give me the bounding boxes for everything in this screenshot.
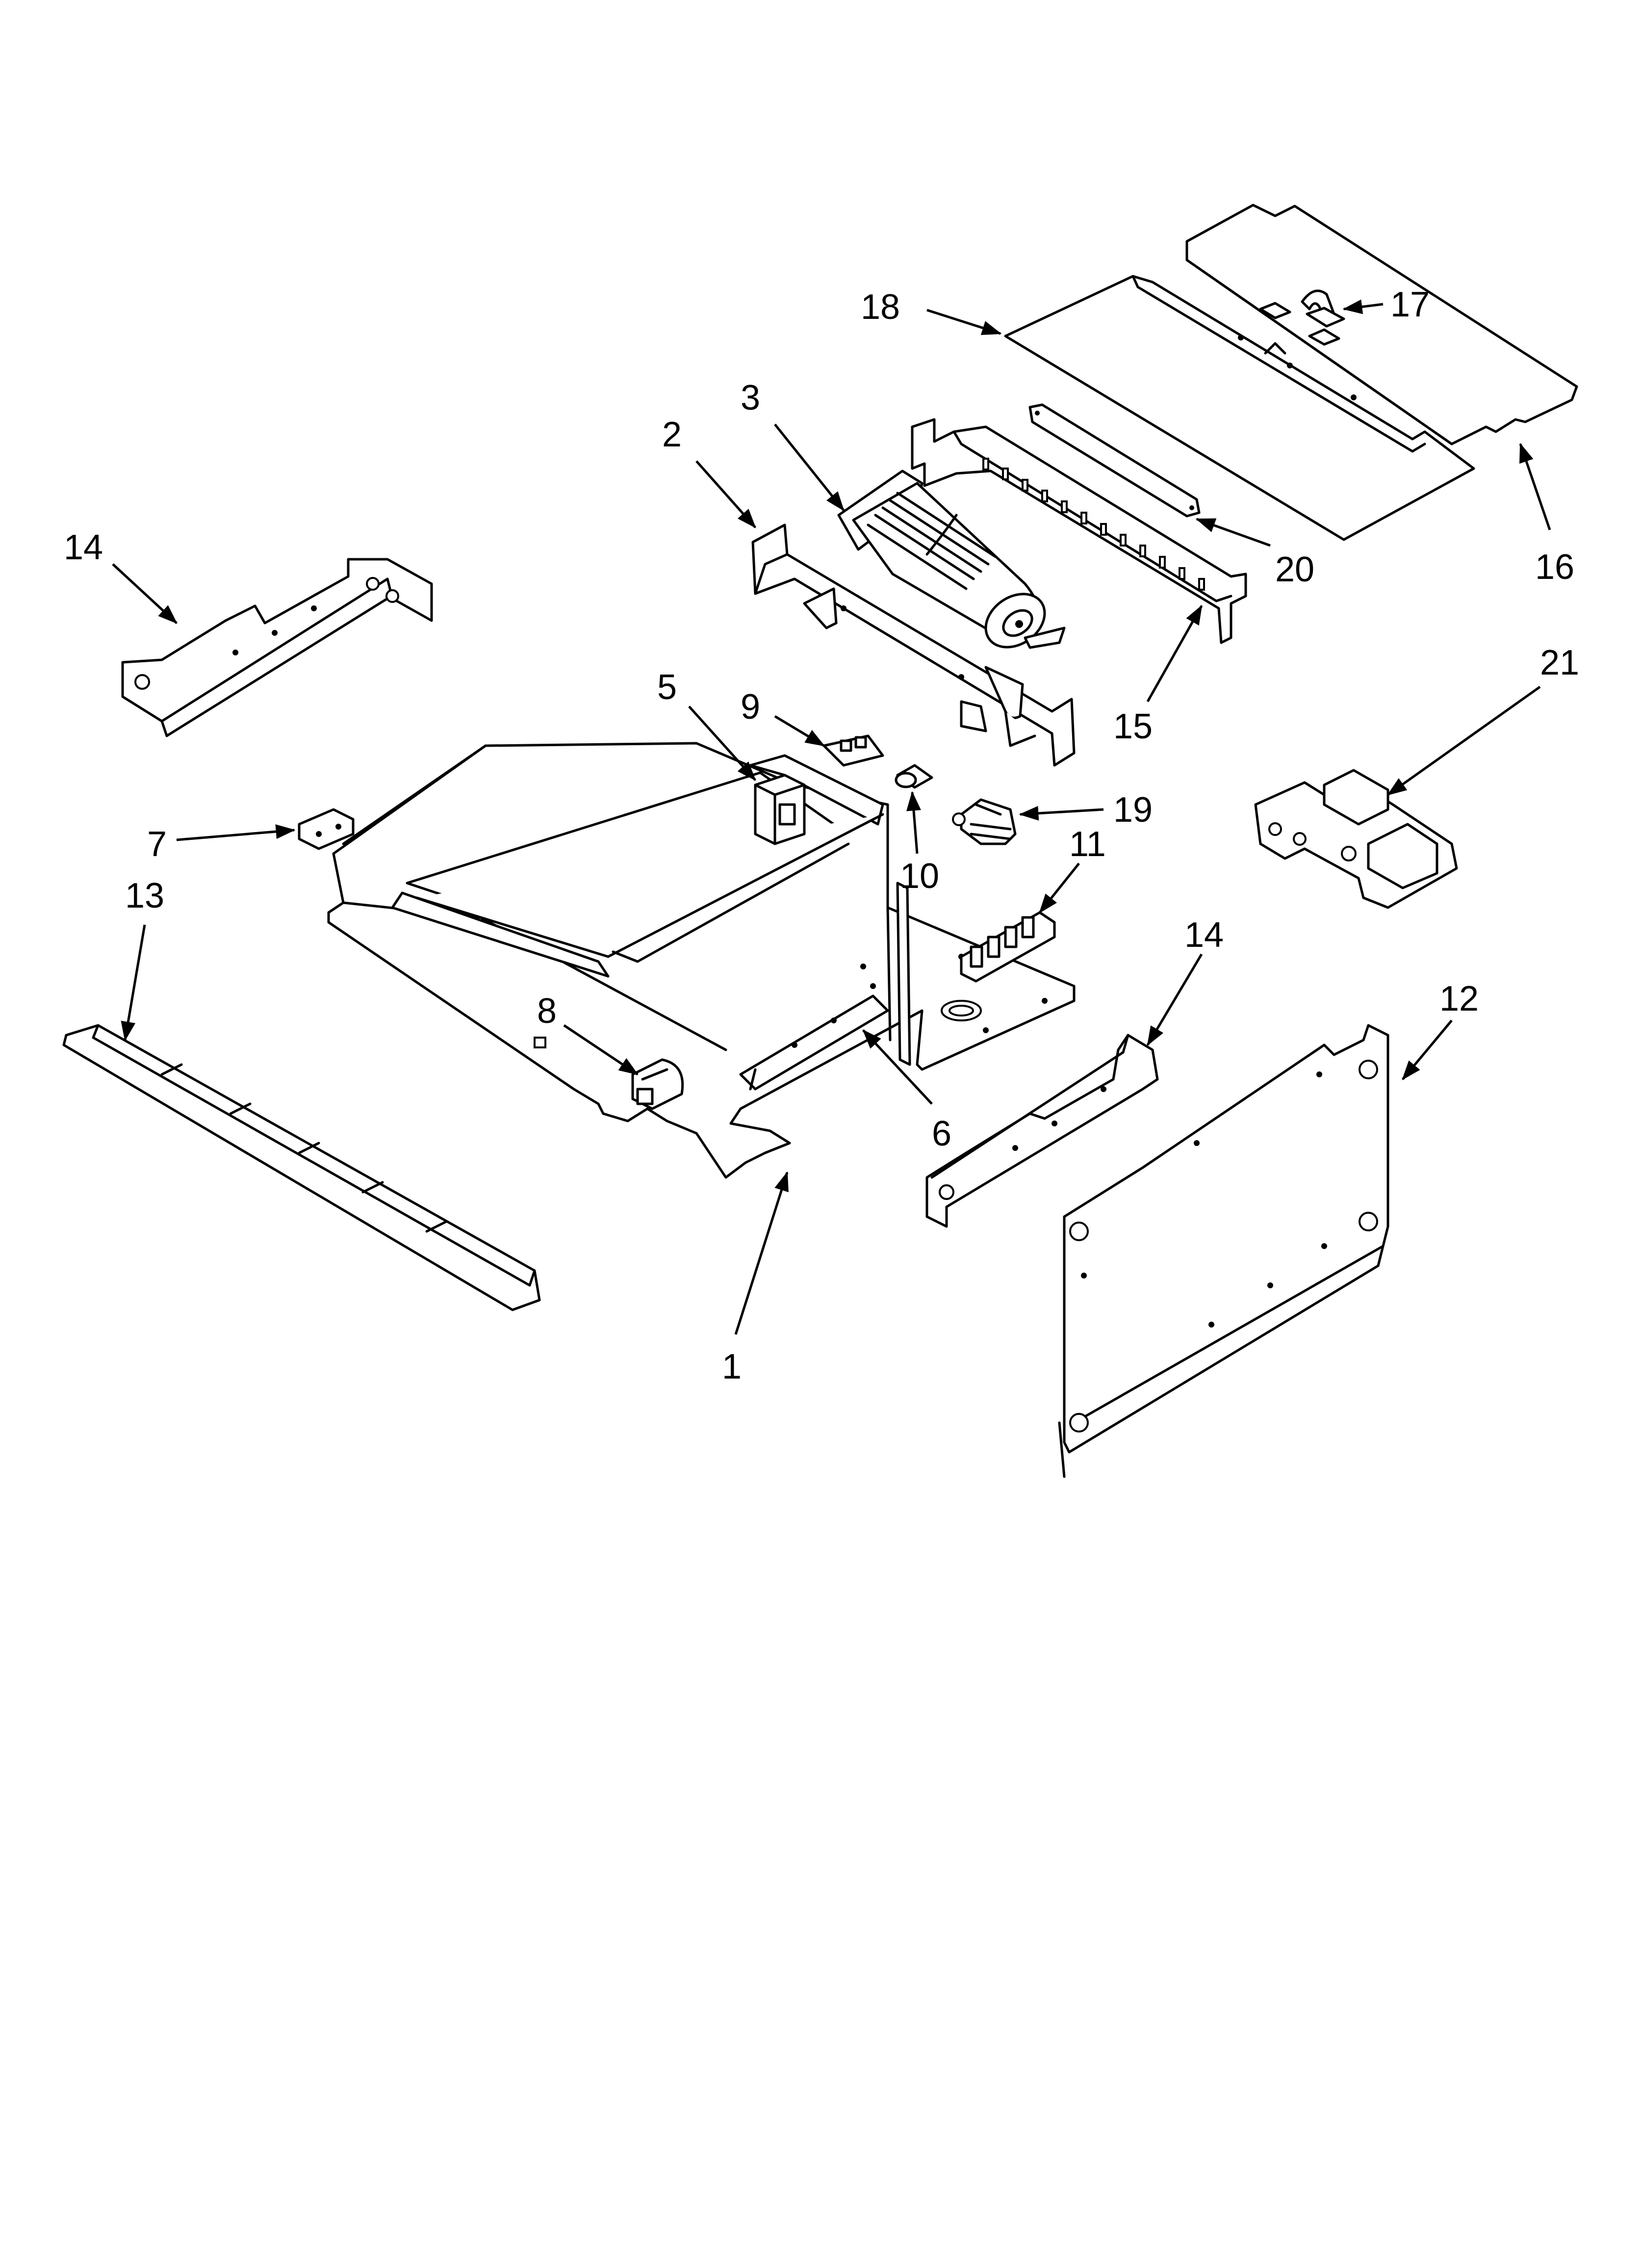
callout-19: 19 bbox=[1113, 790, 1153, 830]
leader-1 bbox=[734, 1171, 789, 1335]
leader-14b bbox=[1146, 953, 1203, 1046]
callout-18: 18 bbox=[861, 287, 900, 327]
part-12-side-panel bbox=[1058, 1024, 1389, 1478]
leader-15 bbox=[1146, 604, 1203, 703]
part-14-right-bracket bbox=[925, 1034, 1159, 1228]
callout-20: 20 bbox=[1275, 550, 1314, 589]
callout-labels: 18 17 3 2 20 16 14 15 5 9 21 19 7 10 11 … bbox=[64, 285, 1579, 1386]
part-9-terminal bbox=[822, 734, 884, 767]
part-16-top-cover bbox=[1185, 204, 1578, 445]
part-18-inner-cover bbox=[1004, 275, 1475, 541]
leader-14a bbox=[112, 563, 178, 624]
callout-2: 2 bbox=[662, 415, 682, 454]
callout-21: 21 bbox=[1540, 643, 1579, 682]
callout-14-lower: 14 bbox=[1184, 915, 1224, 955]
leader-12 bbox=[1402, 1019, 1453, 1080]
part-6-element-assembly bbox=[391, 754, 911, 1091]
leader-13 bbox=[121, 924, 146, 1042]
callout-7: 7 bbox=[147, 825, 167, 864]
part-21-control-bracket bbox=[1254, 769, 1458, 909]
part-15-vent-bracket bbox=[911, 418, 1247, 644]
part-17-clip bbox=[1259, 289, 1345, 346]
callout-17: 17 bbox=[1390, 285, 1430, 324]
callout-6: 6 bbox=[932, 1114, 951, 1153]
leader-lines bbox=[112, 299, 1551, 1335]
callout-10: 10 bbox=[900, 857, 939, 896]
part-20-gasket bbox=[1028, 403, 1201, 518]
leader-20 bbox=[1195, 518, 1271, 547]
callout-15: 15 bbox=[1113, 707, 1153, 746]
part-14-left-bracket bbox=[121, 558, 433, 737]
leader-7 bbox=[176, 824, 296, 841]
part-2-blower-bracket bbox=[751, 523, 1076, 767]
callout-11: 11 bbox=[1069, 825, 1106, 864]
part-15-slots bbox=[982, 458, 1205, 591]
part-19-transformer bbox=[952, 798, 1017, 845]
part-3-blower-motor bbox=[837, 469, 1066, 649]
callout-14-upper: 14 bbox=[64, 528, 103, 567]
callout-5: 5 bbox=[657, 668, 677, 707]
part-8-sensor bbox=[631, 1058, 684, 1110]
leader-21 bbox=[1386, 685, 1541, 796]
leader-10 bbox=[906, 791, 921, 854]
leader-6 bbox=[862, 1029, 933, 1105]
callout-9: 9 bbox=[741, 687, 760, 727]
callout-8: 8 bbox=[537, 991, 557, 1031]
leader-16 bbox=[1519, 443, 1551, 530]
leader-3 bbox=[774, 423, 845, 511]
leader-2 bbox=[695, 460, 756, 528]
leader-9 bbox=[774, 715, 825, 747]
callout-16: 16 bbox=[1535, 547, 1574, 587]
callout-13: 13 bbox=[125, 876, 164, 915]
part-7-bracket bbox=[298, 808, 355, 850]
leader-18 bbox=[926, 309, 1002, 335]
leader-11 bbox=[1039, 862, 1080, 913]
callout-3: 3 bbox=[741, 378, 760, 417]
part-13-front-trim bbox=[62, 1024, 541, 1311]
leader-8 bbox=[563, 1024, 639, 1076]
part-10-fuse bbox=[895, 764, 933, 789]
callout-1: 1 bbox=[722, 1347, 742, 1386]
part-11-terminal-strip bbox=[960, 911, 1056, 983]
part-5-relay bbox=[754, 774, 806, 845]
leader-5 bbox=[688, 705, 756, 781]
callout-12: 12 bbox=[1439, 979, 1479, 1018]
leader-17 bbox=[1342, 299, 1384, 314]
leader-19 bbox=[1019, 806, 1104, 821]
